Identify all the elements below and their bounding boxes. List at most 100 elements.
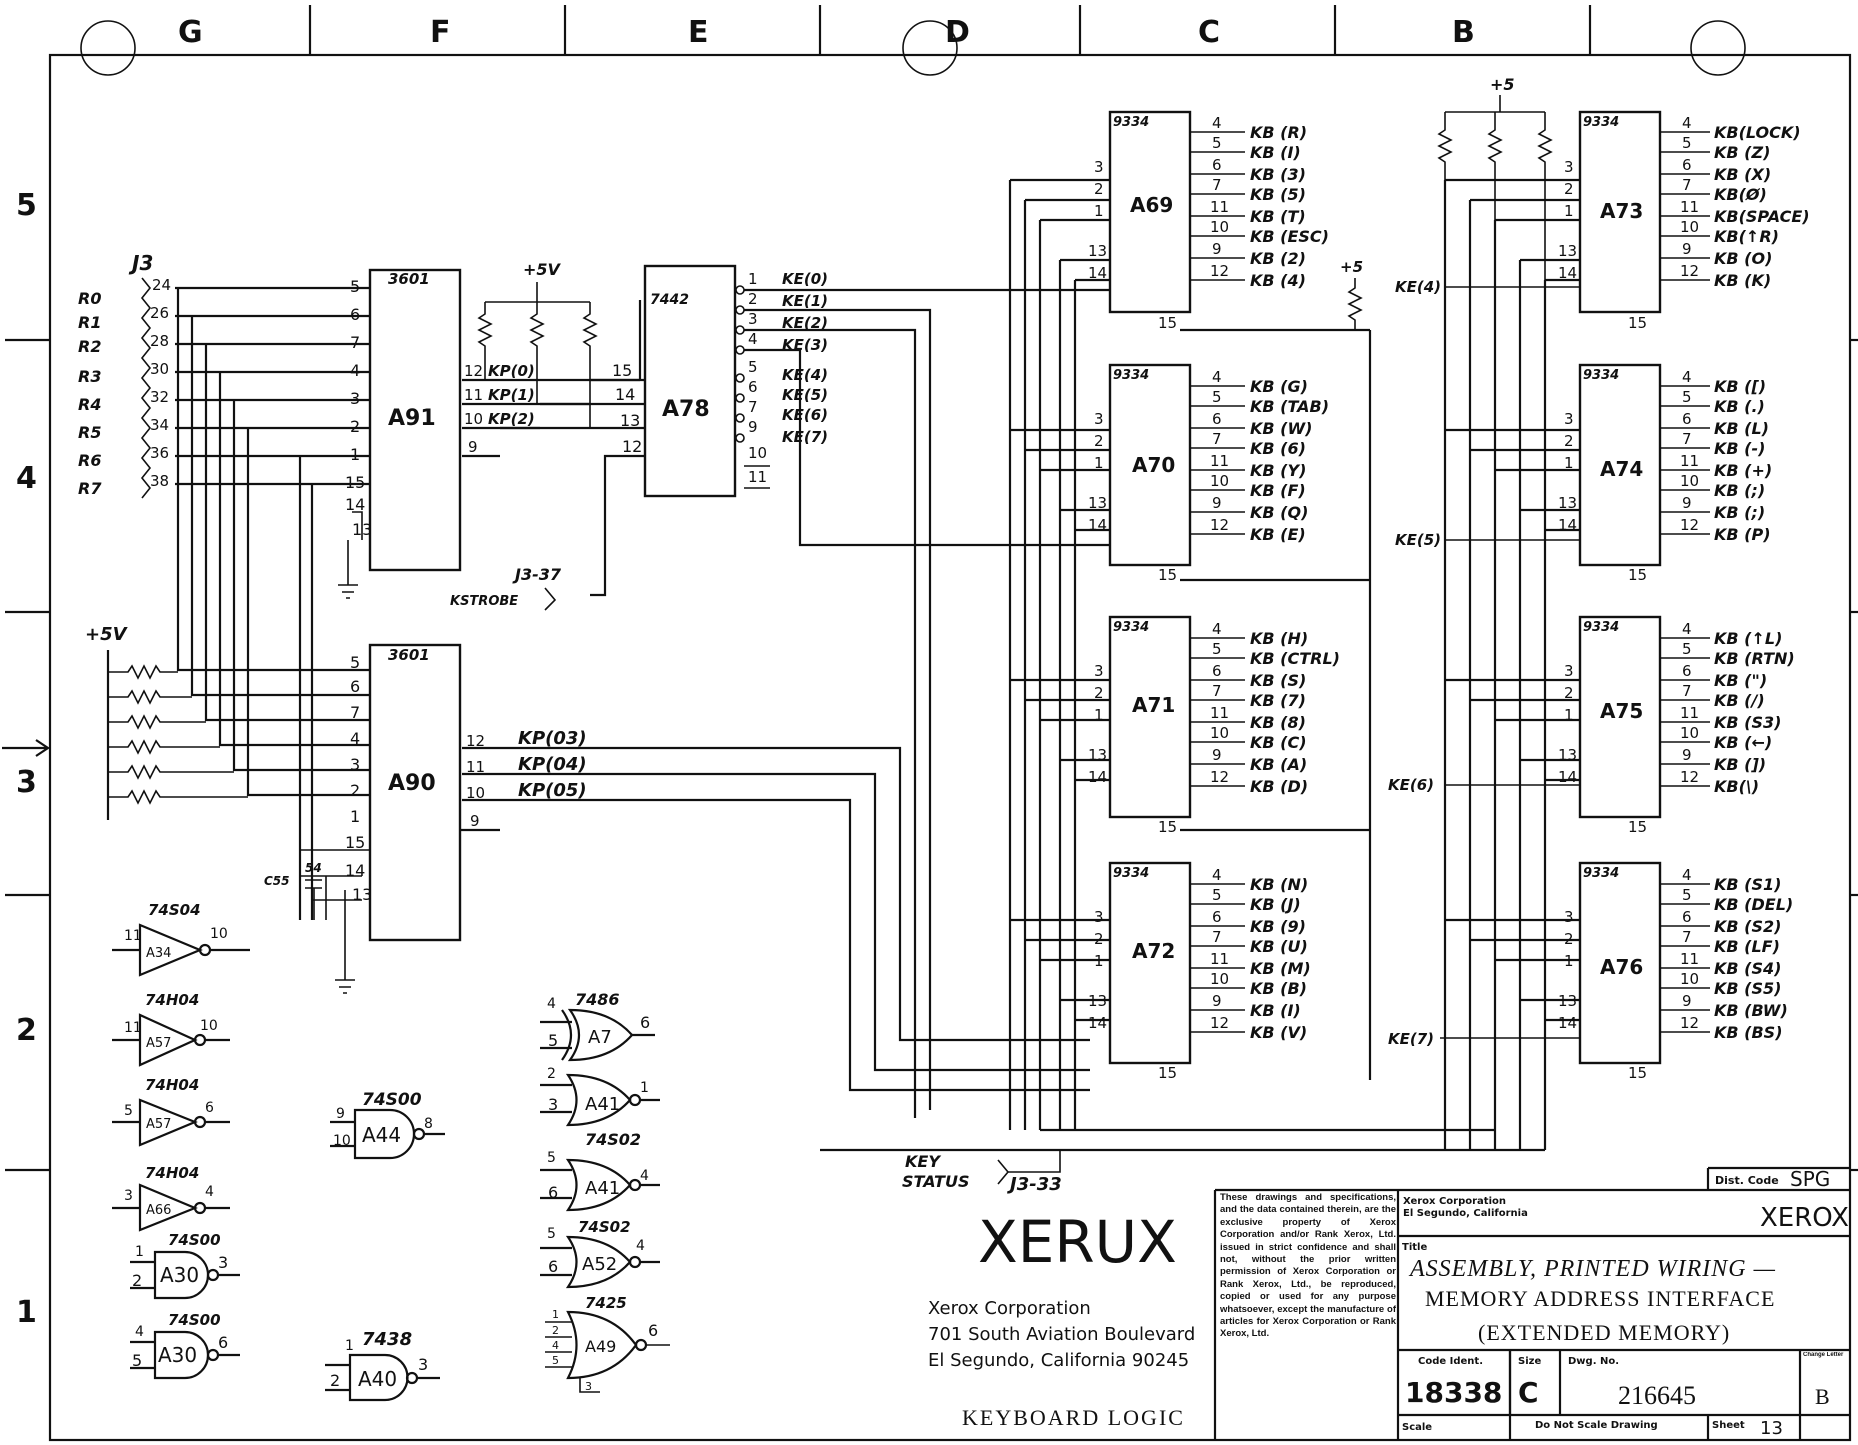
svg-text:11: 11 [1210,198,1229,216]
gate-xor1: 7486 A7 4 5 6 [540,990,655,1062]
svg-text:15: 15 [1158,314,1177,332]
zone-g: G [178,15,203,50]
kb-label: KB(\) [1714,777,1759,796]
svg-text:6: 6 [1212,156,1222,174]
svg-text:J3-33: J3-33 [1007,1174,1062,1195]
kb-label: KB (") [1714,671,1767,690]
zone-3: 3 [16,765,37,800]
svg-text:6: 6 [1682,908,1692,926]
kb-label: KB (6) [1250,439,1306,458]
svg-text:14: 14 [345,861,365,880]
svg-text:7486: 7486 [575,990,620,1009]
kb-label: KB (2) [1250,249,1306,268]
kb-label: KB (RTN) [1714,649,1795,668]
svg-text:3: 3 [585,1380,592,1393]
connector-j3: J3 R0 R1 R2 R3 R4 R5 R6 R7 24 26 28 30 3… [78,251,171,499]
svg-text:2: 2 [1094,180,1104,198]
sheet-number: 13 [1760,1418,1783,1439]
svg-text:5: 5 [1682,640,1692,658]
zone-b: B [1452,15,1475,50]
svg-text:2: 2 [1564,930,1574,948]
kb-label: KB (T) [1250,207,1306,226]
pin-label: 26 [150,304,169,322]
svg-text:5: 5 [547,1226,556,1242]
zone-f: F [430,15,451,50]
svg-text:12: 12 [622,437,642,456]
ke-label: KE(6) [1388,776,1434,794]
svg-text:12: 12 [1680,768,1699,786]
kb-label: KB (.) [1714,397,1765,416]
kp-label: KP(0) [488,362,535,380]
kb-label: KB (H) [1250,629,1308,648]
svg-text:3: 3 [350,389,360,408]
key-status-signal: KEY STATUS J3-33 [902,1150,1062,1195]
gate-nand5: 7425 A49 1 2 4 5 3 6 [545,1294,670,1393]
svg-text:1: 1 [350,807,360,826]
title-line-3: (EXTENDED MEMORY) [1478,1320,1730,1345]
svg-text:A52: A52 [582,1254,617,1275]
svg-text:A44: A44 [362,1123,401,1147]
svg-text:9: 9 [1682,992,1692,1010]
svg-text:5: 5 [1682,134,1692,152]
company-name: Xerox Corporation [928,1298,1091,1319]
title-block: XERUX Xerox Corporation 701 South Aviati… [928,1166,1850,1440]
gate-nand3: 74S00 A44 9 10 8 [330,1090,445,1160]
svg-text:74S02: 74S02 [585,1130,641,1149]
svg-text:6: 6 [205,1100,214,1116]
svg-text:Scale: Scale [1402,1422,1432,1433]
kb-label: KB (N) [1250,875,1308,894]
svg-text:5: 5 [1212,886,1222,904]
svg-text:1: 1 [350,445,360,464]
svg-text:5: 5 [1682,388,1692,406]
svg-text:9: 9 [1682,746,1692,764]
svg-text:2: 2 [1094,432,1104,450]
kb-label: KB (S1) [1714,875,1781,894]
svg-text:4: 4 [1212,620,1222,638]
svg-text:Code Ident.: Code Ident. [1418,1356,1483,1367]
svg-text:12: 12 [1680,516,1699,534]
svg-text:3: 3 [218,1253,228,1272]
svg-text:15: 15 [1628,818,1647,836]
svg-text:3: 3 [1094,908,1104,926]
svg-text:11: 11 [124,928,142,944]
svg-text:A30: A30 [160,1263,199,1287]
svg-text:13: 13 [1088,746,1107,764]
kb-label: KB ([) [1714,377,1766,396]
svg-text:6: 6 [1212,662,1222,680]
svg-text:7438: 7438 [362,1329,412,1350]
svg-text:14: 14 [1558,264,1577,282]
dist-code: SPG [1790,1167,1830,1191]
kb-label: KB (S3) [1714,713,1781,732]
zone-1: 1 [16,1295,37,1330]
kb-label: KB (3) [1250,165,1306,184]
svg-text:5: 5 [124,1103,133,1119]
svg-text:74H04: 74H04 [145,1164,199,1182]
svg-text:7: 7 [1682,928,1692,946]
svg-text:15: 15 [1158,1064,1177,1082]
svg-text:10: 10 [1210,970,1229,988]
kp-label: KP(04) [518,754,587,775]
kb-label: KB (↑L) [1714,629,1782,648]
ke-label: KE(2) [782,314,828,332]
svg-text:13: 13 [1558,746,1577,764]
change-letter: B [1815,1384,1830,1409]
svg-text:13: 13 [1558,242,1577,260]
svg-text:4: 4 [1212,866,1222,884]
svg-text:74S02: 74S02 [578,1218,631,1236]
row-label: R7 [78,479,102,498]
svg-text:5: 5 [1212,388,1222,406]
svg-text:7: 7 [350,703,360,722]
kb-label: KB (]) [1714,755,1766,774]
kb-label: KB (←) [1714,733,1772,752]
svg-text:13: 13 [1088,992,1107,1010]
gate-nand4: 7438 A40 1 2 3 [325,1329,440,1402]
pin-label: 36 [150,444,169,462]
bus-wires [462,178,1580,1152]
row-label: R4 [78,395,101,414]
svg-text:10: 10 [748,444,767,462]
svg-text:1: 1 [1094,454,1104,472]
